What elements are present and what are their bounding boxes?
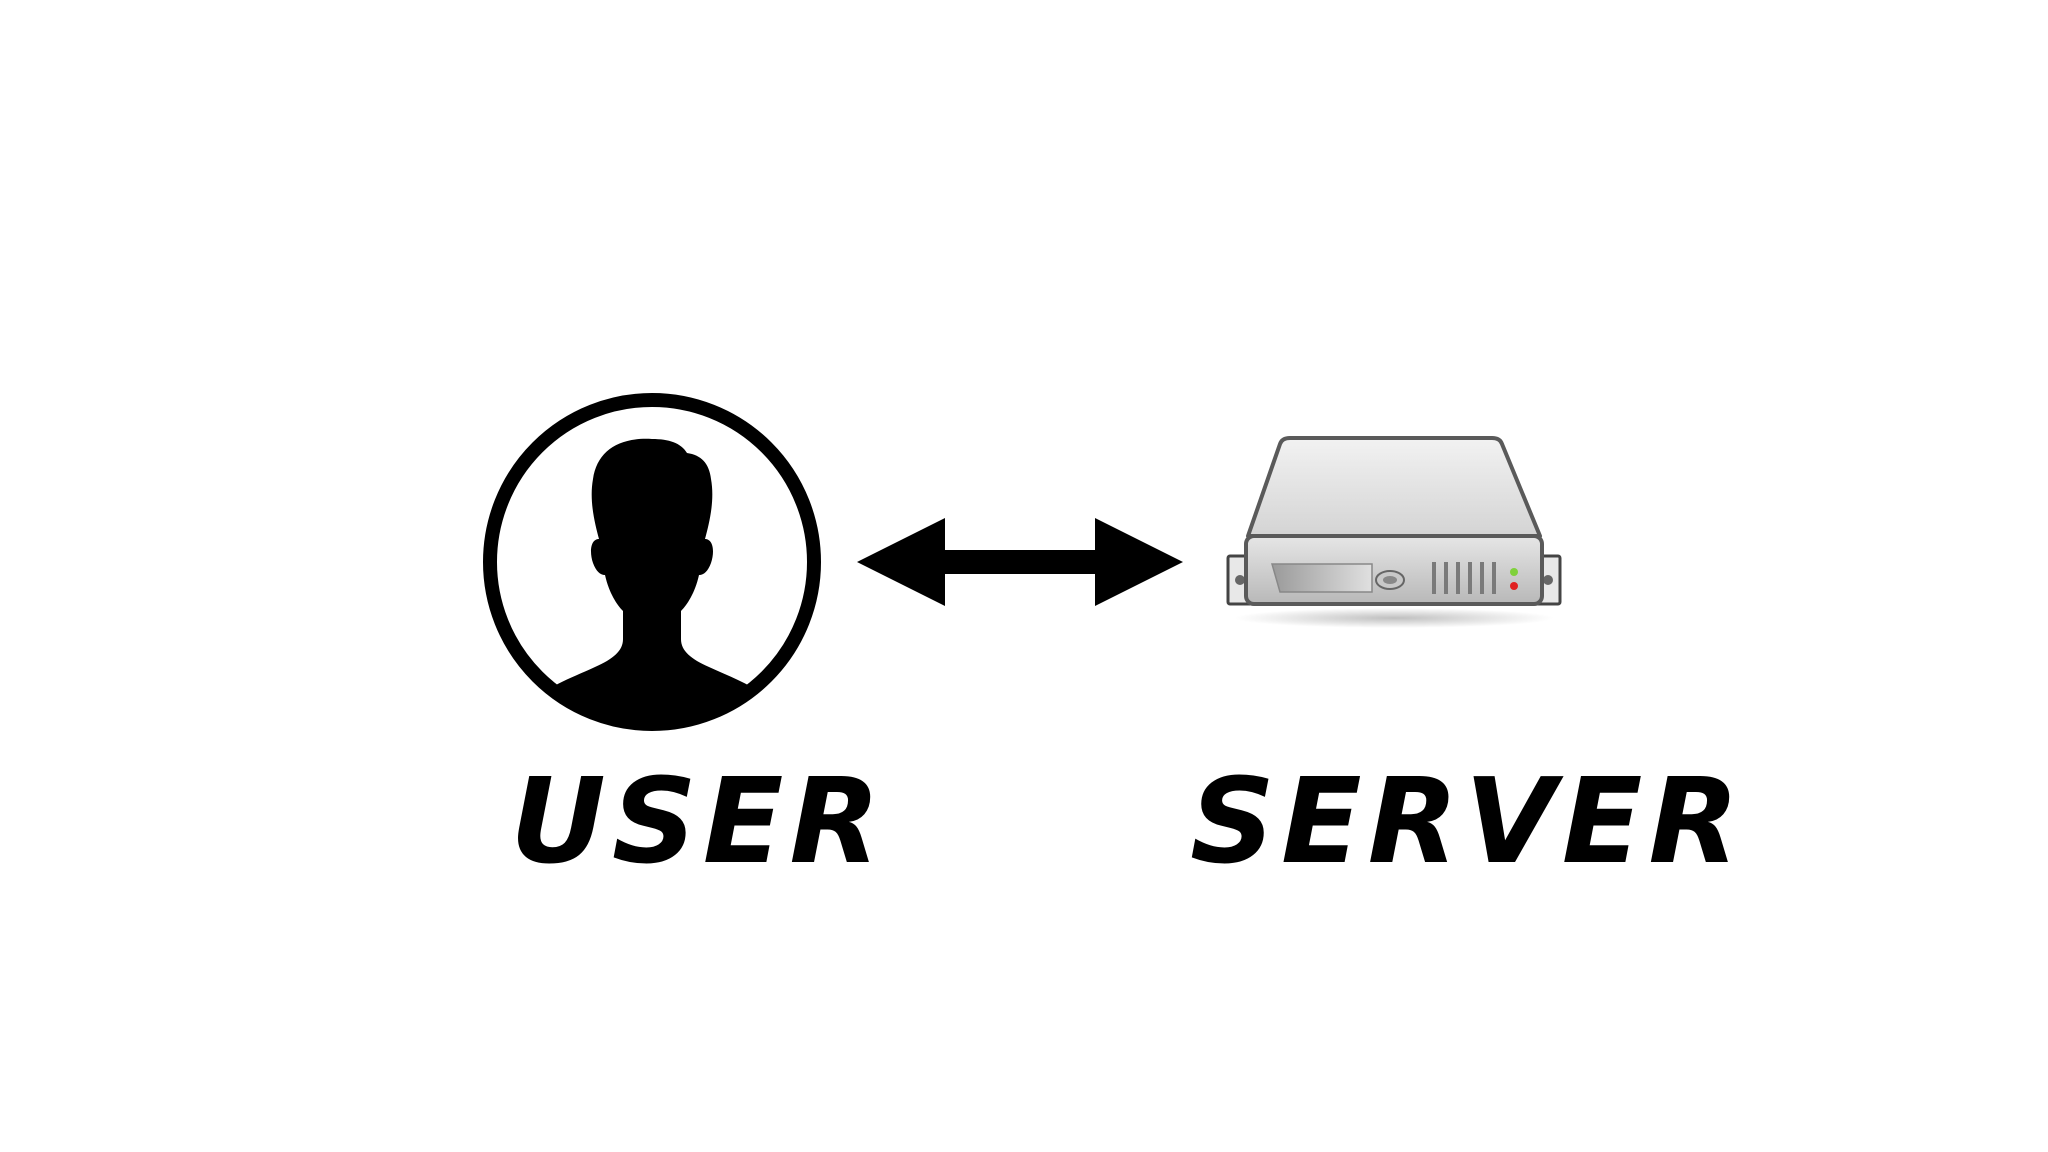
server-vents <box>1432 562 1496 594</box>
server-led-red <box>1510 582 1518 590</box>
user-icon <box>483 393 821 731</box>
server-label: SERVER <box>1190 752 1746 890</box>
server-led-green <box>1510 568 1518 576</box>
bidirectional-arrow-icon <box>857 518 1183 606</box>
server-icon <box>1226 436 1562 628</box>
user-label: USER <box>510 752 887 890</box>
server-drive-bay <box>1271 563 1373 593</box>
user-silhouette-icon <box>529 438 775 718</box>
server-top-face <box>1246 436 1542 538</box>
